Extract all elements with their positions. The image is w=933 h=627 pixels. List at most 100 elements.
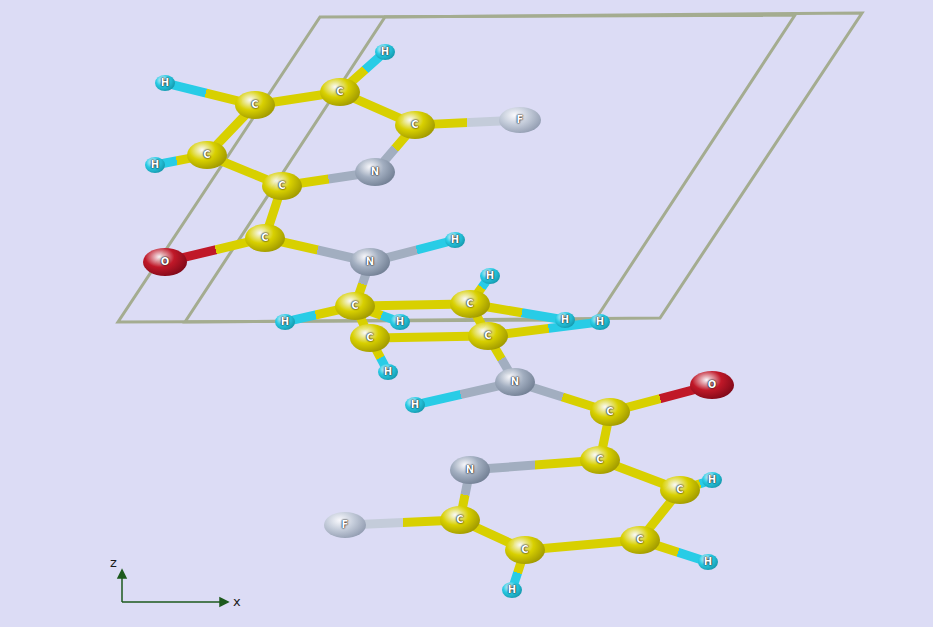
atom-symbol: C: [278, 181, 285, 191]
atom-symbol: C: [521, 545, 528, 555]
axis-arrowhead: [118, 570, 126, 578]
bond: [495, 348, 508, 370]
atom-sphere: C: [335, 292, 375, 320]
atom-sphere: C: [468, 322, 508, 350]
atom-symbol: H: [384, 367, 392, 377]
atom-sphere: H: [145, 157, 165, 173]
atom-symbol: H: [596, 317, 604, 327]
bond: [174, 85, 238, 101]
bond: [627, 390, 693, 407]
bond: [223, 162, 266, 180]
atom-symbol: C: [251, 100, 258, 110]
cell-edge: [185, 13, 862, 322]
atom-sphere: H: [375, 44, 395, 60]
atom-sphere: N: [350, 248, 390, 276]
atom-symbol: O: [708, 380, 717, 390]
atom-sphere: O: [143, 248, 187, 276]
bond: [359, 275, 365, 294]
bond: [371, 312, 391, 319]
atom-symbol: F: [342, 520, 349, 530]
atom-sphere: C: [590, 398, 630, 426]
atom-sphere: C: [235, 91, 275, 119]
bond: [376, 350, 384, 365]
atom-sphere: C: [450, 290, 490, 318]
atom-sphere: H: [502, 582, 522, 598]
atom-symbol: H: [486, 271, 494, 281]
bond: [269, 199, 278, 226]
atom-sphere: H: [405, 397, 425, 413]
atom-sphere: F: [499, 107, 541, 133]
bond: [488, 461, 581, 468]
bond: [475, 527, 509, 543]
atom-sphere: H: [555, 312, 575, 328]
atom-symbol: C: [351, 301, 358, 311]
bond: [514, 563, 521, 583]
atom-symbol: C: [336, 87, 343, 97]
atom-sphere: C: [580, 446, 620, 474]
axis-label: z: [110, 556, 117, 569]
bond: [532, 387, 593, 406]
bond: [433, 121, 500, 124]
atom-symbol: H: [396, 317, 404, 327]
bond: [488, 307, 556, 318]
atom-sphere: H: [390, 314, 410, 330]
atom-sphere: H: [378, 364, 398, 380]
atom-symbol: H: [281, 317, 289, 327]
axis-arrowhead: [220, 598, 228, 606]
atom-sphere: C: [262, 172, 302, 200]
atom-symbol: C: [596, 455, 603, 465]
bond: [282, 242, 352, 258]
atom-sphere: N: [355, 158, 395, 186]
atom-sphere: C: [320, 78, 360, 106]
bond: [506, 323, 591, 334]
atom-symbol: C: [636, 535, 643, 545]
atom-sphere: H: [155, 75, 175, 91]
atom-symbol: C: [203, 150, 210, 160]
bond: [356, 99, 400, 118]
atom-sphere: C: [505, 536, 545, 564]
bond: [364, 521, 441, 524]
atom-sphere: O: [690, 371, 734, 399]
bond: [649, 501, 671, 529]
atom-symbol: H: [704, 557, 712, 567]
atom-sphere: H: [275, 314, 295, 330]
atom-symbol: C: [606, 407, 613, 417]
atom-symbol: N: [511, 377, 519, 387]
atom-symbol: H: [161, 78, 169, 88]
bond: [373, 304, 451, 305]
atom-symbol: C: [676, 485, 683, 495]
atom-sphere: C: [440, 506, 480, 534]
cell-edge: [118, 15, 795, 322]
bond: [184, 242, 248, 257]
bond: [294, 310, 338, 320]
bond: [543, 542, 621, 549]
atom-sphere: C: [245, 224, 285, 252]
bond: [387, 242, 446, 257]
atom-symbol: H: [508, 585, 516, 595]
atom-sphere: F: [324, 512, 366, 538]
bond: [164, 158, 189, 163]
atom-sphere: H: [698, 554, 718, 570]
atom-symbol: N: [466, 465, 474, 475]
atom-symbol: C: [261, 233, 268, 243]
bond: [463, 483, 468, 507]
atom-sphere: C: [395, 111, 435, 139]
atom-symbol: F: [517, 115, 524, 125]
atom-symbol: C: [456, 515, 463, 525]
atom-sphere: N: [450, 456, 490, 484]
axis-label: x: [233, 595, 241, 608]
atom-symbol: N: [371, 167, 379, 177]
atom-symbol: C: [411, 120, 418, 130]
atom-symbol: C: [484, 331, 491, 341]
atom-symbol: H: [151, 160, 159, 170]
atom-symbol: H: [708, 475, 716, 485]
bond: [300, 175, 357, 184]
atom-symbol: H: [381, 47, 389, 57]
atom-sphere: N: [495, 368, 535, 396]
bond: [351, 57, 378, 81]
atom-symbol: H: [561, 315, 569, 325]
atom-symbol: H: [451, 235, 459, 245]
atom-sphere: C: [660, 476, 700, 504]
